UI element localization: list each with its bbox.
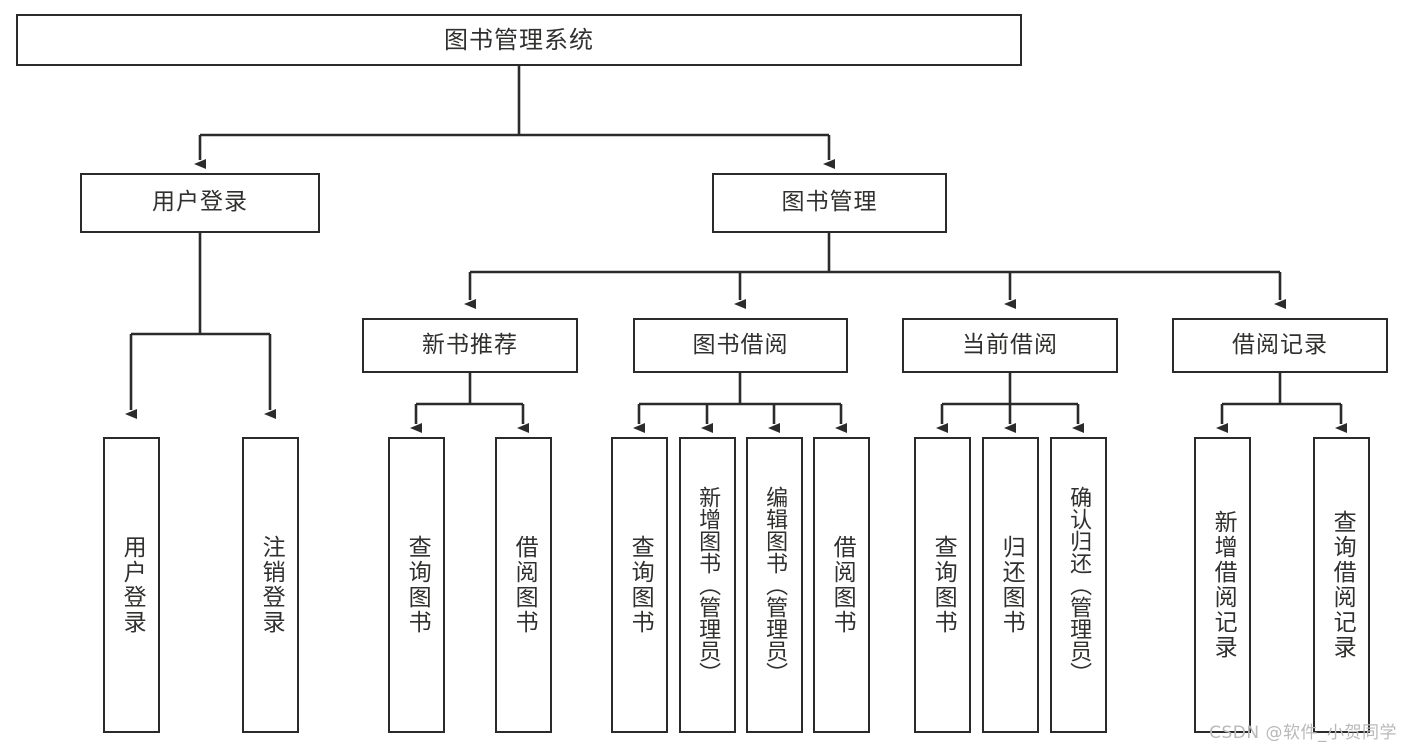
node-leaf-query-book-2-label: 查询图书	[627, 535, 654, 635]
node-leaf-add-record-label: 新增借阅记录	[1210, 510, 1237, 660]
node-leaf-user-login[interactable]: 用户登录	[103, 437, 160, 733]
node-leaf-edit-book[interactable]: 编辑图书（管理员）	[746, 437, 803, 733]
node-book-manage-label: 图书管理	[781, 189, 878, 216]
node-user-login-label: 用户登录	[152, 189, 248, 216]
node-new-book-recommend-label: 新书推荐	[422, 331, 518, 358]
node-leaf-query-book-1[interactable]: 查询图书	[388, 437, 445, 733]
node-leaf-query-book-2[interactable]: 查询图书	[611, 437, 668, 733]
node-leaf-confirm-return[interactable]: 确认归还（管理员）	[1050, 437, 1107, 733]
node-leaf-query-book-1-label: 查询图书	[404, 535, 431, 635]
node-book-borrow-label: 图书借阅	[692, 331, 789, 358]
node-leaf-borrow-book-2-label: 借阅图书	[829, 535, 856, 635]
node-leaf-return-book[interactable]: 归还图书	[982, 437, 1039, 733]
watermark-text: CSDN @软件_小贺同学	[1209, 723, 1397, 743]
node-book-manage[interactable]: 图书管理	[712, 173, 947, 233]
node-leaf-return-book-label: 归还图书	[998, 535, 1025, 635]
node-leaf-borrow-book-1[interactable]: 借阅图书	[495, 437, 552, 733]
node-borrow-record-label: 借阅记录	[1232, 331, 1328, 358]
node-new-book-recommend[interactable]: 新书推荐	[362, 318, 578, 373]
node-root-label: 图书管理系统	[444, 25, 594, 54]
node-leaf-borrow-book-1-label: 借阅图书	[511, 535, 538, 635]
node-current-borrow-label: 当前借阅	[962, 331, 1058, 358]
node-leaf-user-login-label: 用户登录	[119, 535, 146, 635]
node-leaf-edit-book-label: 编辑图书（管理员）	[762, 486, 788, 684]
node-leaf-borrow-book-2[interactable]: 借阅图书	[813, 437, 870, 733]
node-leaf-user-logout[interactable]: 注销登录	[242, 437, 299, 733]
node-leaf-add-book[interactable]: 新增图书（管理员）	[679, 437, 736, 733]
node-root[interactable]: 图书管理系统	[16, 14, 1022, 66]
node-leaf-query-book-3[interactable]: 查询图书	[914, 437, 971, 733]
node-leaf-query-book-3-label: 查询图书	[930, 535, 957, 635]
node-leaf-query-record[interactable]: 查询借阅记录	[1313, 437, 1370, 733]
node-borrow-record[interactable]: 借阅记录	[1172, 318, 1388, 373]
node-leaf-user-logout-label: 注销登录	[258, 535, 285, 635]
node-book-borrow[interactable]: 图书借阅	[633, 318, 848, 373]
node-leaf-add-record[interactable]: 新增借阅记录	[1194, 437, 1251, 733]
node-leaf-query-record-label: 查询借阅记录	[1329, 510, 1356, 660]
node-user-login[interactable]: 用户登录	[80, 173, 320, 233]
node-leaf-add-book-label: 新增图书（管理员）	[695, 486, 721, 684]
node-current-borrow[interactable]: 当前借阅	[902, 318, 1118, 373]
node-leaf-confirm-return-label: 确认归还（管理员）	[1066, 486, 1092, 684]
